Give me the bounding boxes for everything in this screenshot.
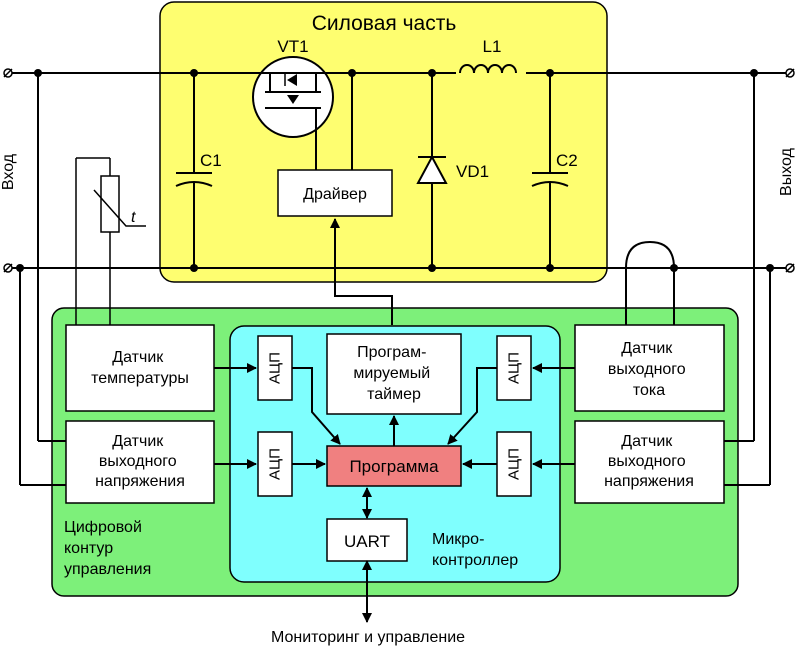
out-voltage-sensor-block [574, 420, 725, 504]
l1-label: L1 [483, 37, 502, 56]
output-label: Выход [778, 147, 795, 196]
program-label: Программа [349, 457, 439, 476]
transistor-vt1 [252, 56, 334, 170]
current-sensor-label: Датчик выходного тока [608, 340, 690, 399]
temp-sensor-label: Датчик температуры [91, 349, 189, 387]
power-section-title: Силовая часть [312, 12, 457, 35]
input-label: Вход [0, 153, 17, 190]
adc-bottom-right-label: АЦП [506, 448, 523, 480]
current-sensor-block [574, 324, 725, 412]
capacitor-c1 [175, 73, 213, 268]
vd1-label: VD1 [456, 162, 489, 181]
signal-arrows [214, 363, 575, 623]
temp-sensor-block [65, 324, 215, 412]
terminal-out-top [785, 68, 795, 78]
in-voltage-sensor-label: Датчик выходного напряжения [95, 433, 185, 490]
mcu-label: Микро- контроллер [432, 531, 518, 569]
thermistor-label: t [131, 209, 136, 226]
terminal-in-top [3, 68, 13, 78]
adc-top-left-label: АЦП [267, 352, 284, 384]
adc-bottom-right [496, 431, 532, 497]
junction-dots [16, 69, 774, 272]
out-voltage-sensor-label: Датчик выходного напряжения [604, 433, 694, 490]
monitoring-label: Мониторинг и управление [271, 629, 465, 646]
inductor-l1 [456, 60, 526, 80]
c2-label: C2 [556, 151, 578, 170]
terminal-in-bottom [3, 263, 13, 273]
digital-section-label: Цифровой контур управления [64, 519, 151, 578]
capacitor-c2 [531, 73, 569, 268]
in-voltage-sensor-block [65, 420, 215, 504]
uart-label: UART [344, 532, 390, 551]
thermistor [75, 157, 146, 325]
power-section-panel [159, 1, 608, 283]
adc-top-right-label: АЦП [506, 352, 523, 384]
vt1-label: VT1 [277, 37, 308, 56]
timer-block [326, 333, 462, 415]
timer-label: Програм- мируемый таймер [353, 344, 434, 403]
diode-vd1 [416, 73, 448, 268]
program-block [326, 445, 462, 487]
c1-label: C1 [200, 151, 222, 170]
adc-bottom-left [257, 431, 293, 497]
adc-bottom-left-label: АЦП [267, 448, 284, 480]
driver-label: Драйвер [303, 186, 367, 203]
uart-block [326, 518, 408, 562]
terminal-out-bottom [785, 263, 795, 273]
adc-top-right [496, 335, 532, 401]
driver-block [277, 169, 393, 217]
